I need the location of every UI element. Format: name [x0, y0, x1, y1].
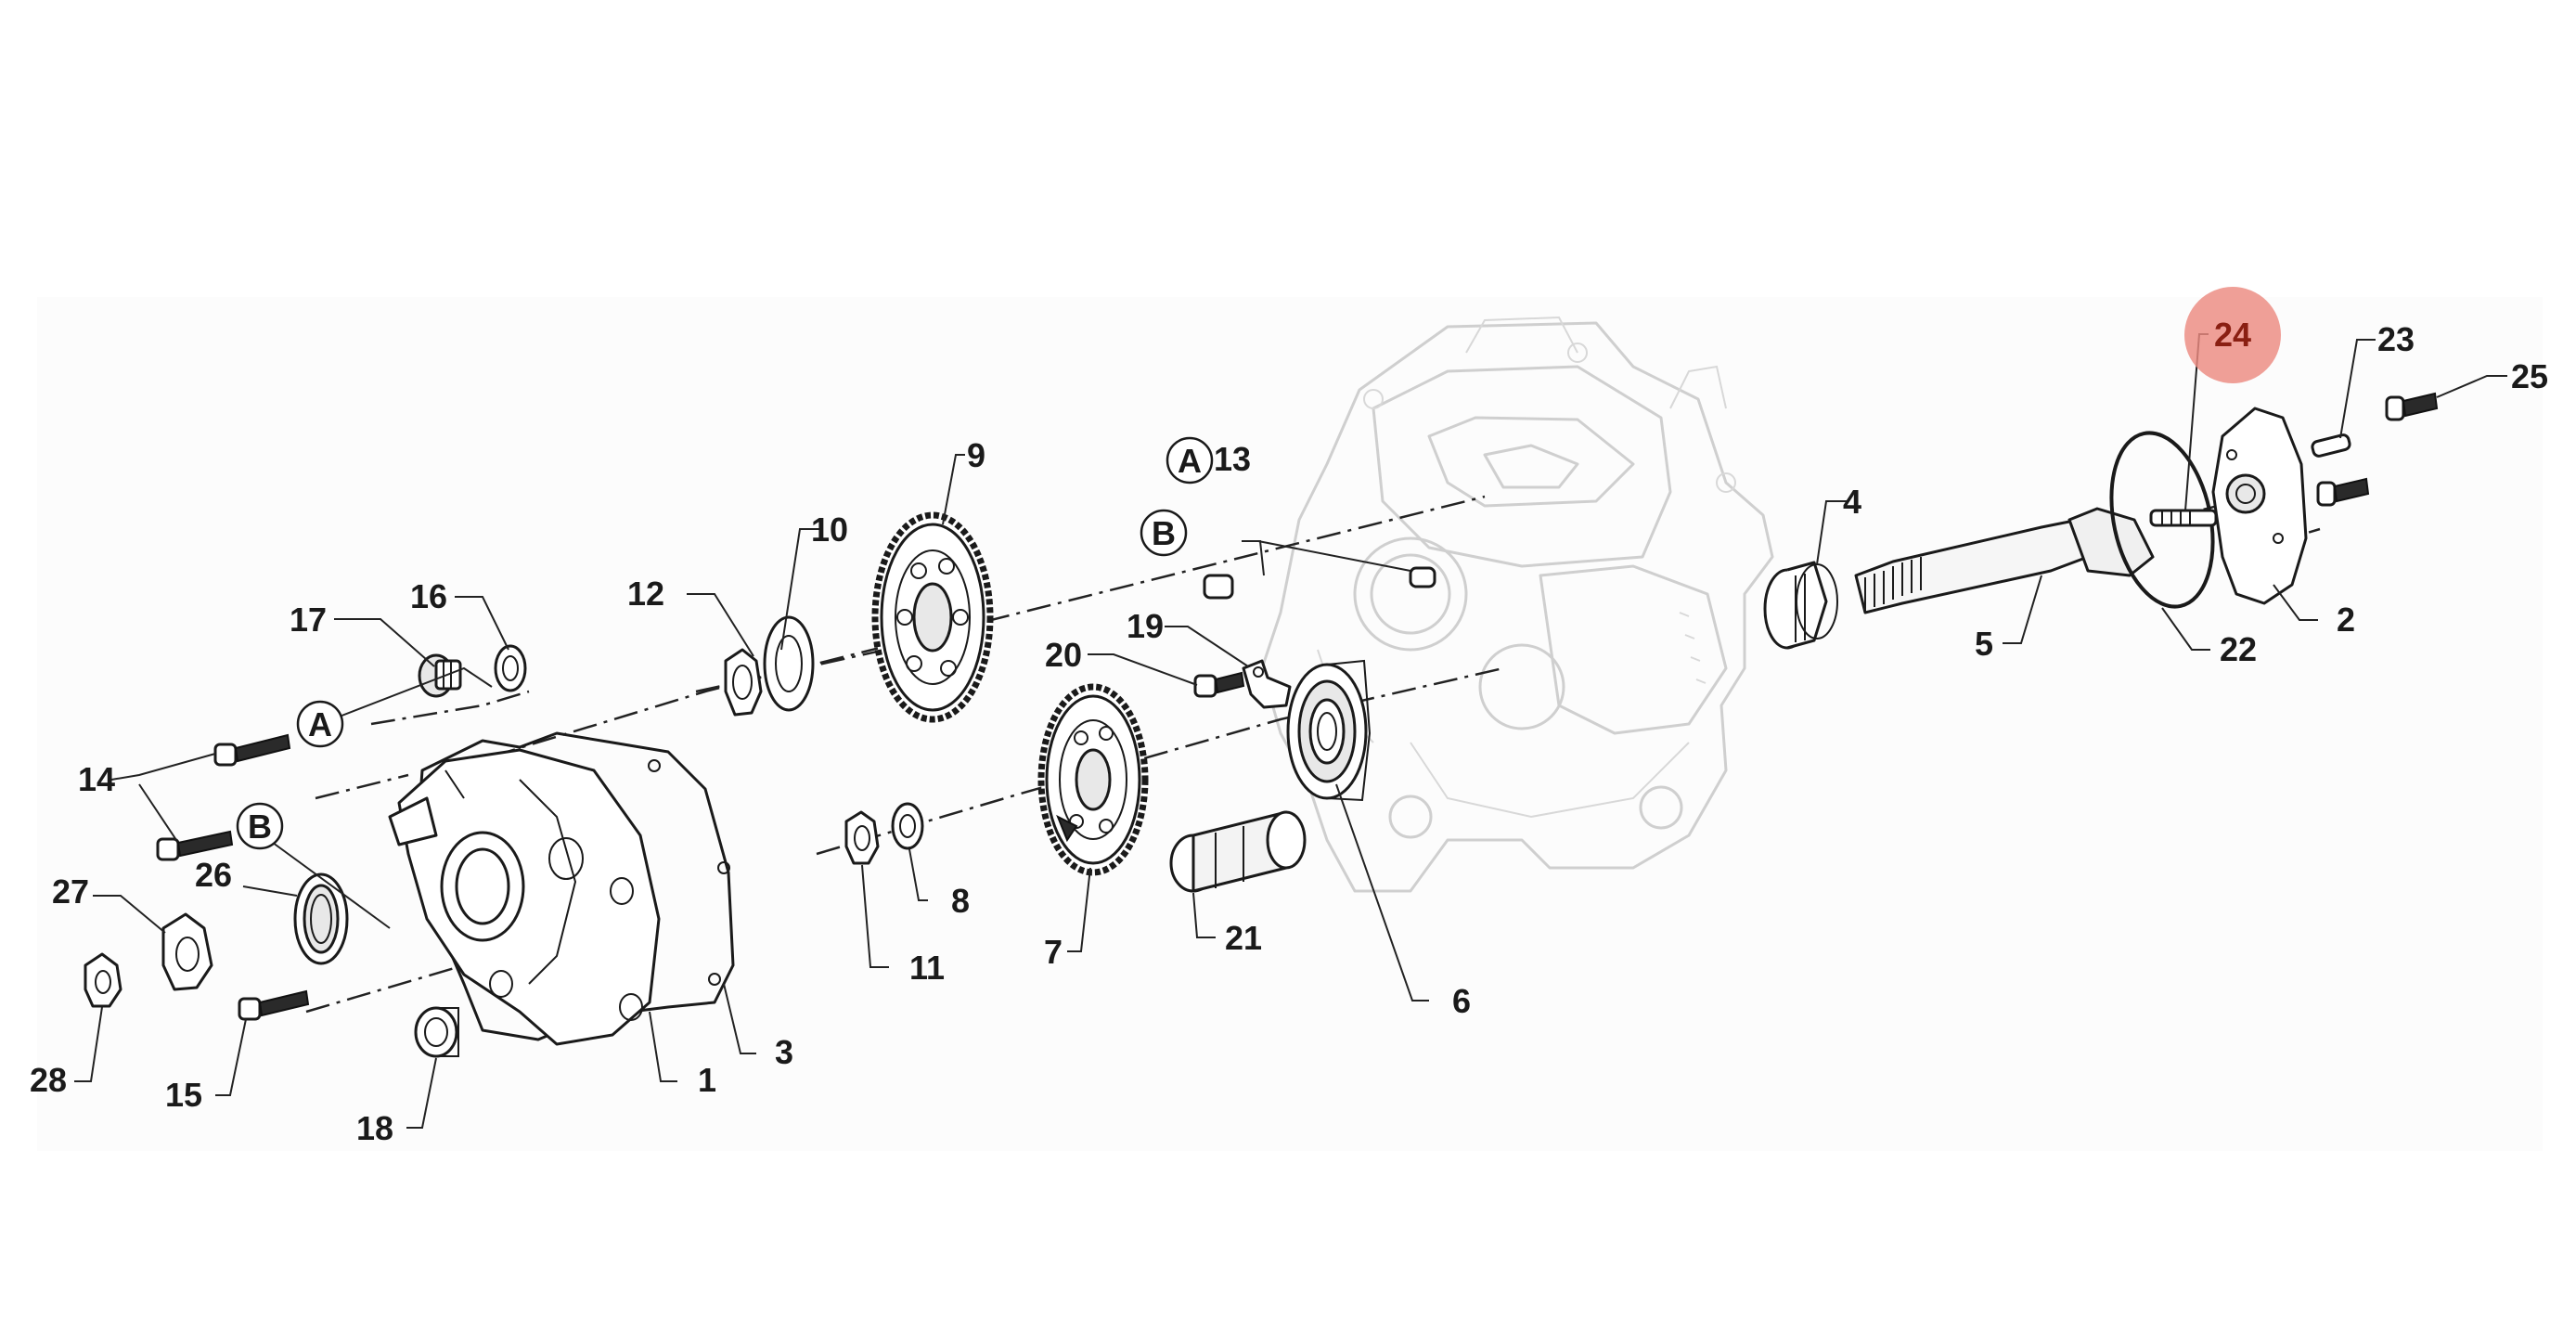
- part-1-cover: [388, 748, 661, 1046]
- callout-13[interactable]: 13: [1214, 440, 1251, 478]
- callout-25[interactable]: 25: [2511, 357, 2548, 395]
- callout-26[interactable]: 26: [195, 856, 232, 894]
- part-5-shaft: [1854, 507, 2155, 614]
- part-28-nut: [84, 952, 122, 1008]
- reference-mark-b-left: B: [236, 802, 284, 850]
- callout-24-highlighted[interactable]: 24: [2214, 316, 2251, 354]
- part-20-screw: [1193, 671, 1245, 698]
- part-8-washer: [891, 802, 924, 850]
- callout-2[interactable]: 2: [2337, 601, 2355, 639]
- part-13-dowel: [1409, 566, 1436, 588]
- part-18-bushing: [414, 1006, 459, 1058]
- part-9-gear: [871, 511, 994, 723]
- callout-11[interactable]: 11: [909, 949, 945, 987]
- reference-mark-a-right: A: [1166, 436, 1214, 485]
- callout-15[interactable]: 15: [165, 1076, 202, 1114]
- part-7-gear: [1037, 683, 1149, 876]
- callout-16[interactable]: 16: [410, 577, 447, 615]
- part-14-screws: [156, 733, 291, 861]
- reference-mark-b-right: B: [1140, 509, 1188, 557]
- reference-label: A: [308, 705, 332, 743]
- reference-label: B: [1152, 514, 1176, 552]
- callout-22[interactable]: 22: [2220, 630, 2257, 668]
- part-26-oil-seal: [293, 872, 349, 965]
- callout-18[interactable]: 18: [356, 1109, 393, 1147]
- callout-20[interactable]: 20: [1045, 636, 1082, 674]
- callout-23[interactable]: 23: [2377, 320, 2415, 358]
- part-11-nut: [844, 810, 880, 865]
- callout-5[interactable]: 5: [1975, 625, 1993, 663]
- callout-19[interactable]: 19: [1127, 607, 1164, 645]
- part-6-bearing: [1286, 659, 1372, 802]
- part-21-sleeve: [1169, 810, 1307, 893]
- part-17-plug: [418, 653, 462, 698]
- callout-1[interactable]: 1: [698, 1061, 716, 1099]
- reference-label: A: [1178, 442, 1202, 480]
- part-10-washer: [763, 615, 815, 712]
- highlight-marker: [2184, 287, 2281, 383]
- callout-6[interactable]: 6: [1452, 982, 1471, 1020]
- reference-mark-a-left: A: [296, 700, 344, 748]
- part-15-screw: [238, 989, 310, 1021]
- leader-lines: [74, 333, 2507, 1129]
- callout-14[interactable]: 14: [78, 760, 115, 798]
- callout-10[interactable]: 10: [811, 510, 848, 549]
- callout-4[interactable]: 4: [1843, 483, 1861, 521]
- part-2-cover-plate: [2211, 407, 2308, 605]
- callout-3[interactable]: 3: [775, 1033, 793, 1071]
- callout-7[interactable]: 7: [1044, 933, 1063, 971]
- callout-21[interactable]: 21: [1225, 919, 1262, 957]
- part-23-pin: [2311, 433, 2351, 458]
- pin-near-b: [1203, 574, 1234, 600]
- callout-labels[interactable]: 1 2 3 4 5 6 7 8 9 10 11 12 13 14 15 16 1…: [30, 316, 2548, 1147]
- screw-under-23: [2316, 477, 2370, 507]
- part-25-screw: [2385, 392, 2439, 421]
- callout-12[interactable]: 12: [627, 575, 664, 613]
- part-27-nut: [161, 912, 213, 991]
- callout-27[interactable]: 27: [52, 872, 89, 911]
- part-24-pin: [2149, 509, 2218, 527]
- callout-9[interactable]: 9: [967, 436, 985, 474]
- callout-28[interactable]: 28: [30, 1061, 67, 1099]
- callout-17[interactable]: 17: [290, 601, 327, 639]
- crankcase-ghost: [1260, 316, 1774, 893]
- reference-label: B: [248, 808, 272, 846]
- part-12-nut: [724, 648, 763, 717]
- part-19-plate: [1242, 659, 1292, 709]
- part-16-washer: [494, 644, 527, 692]
- callout-8[interactable]: 8: [951, 882, 970, 920]
